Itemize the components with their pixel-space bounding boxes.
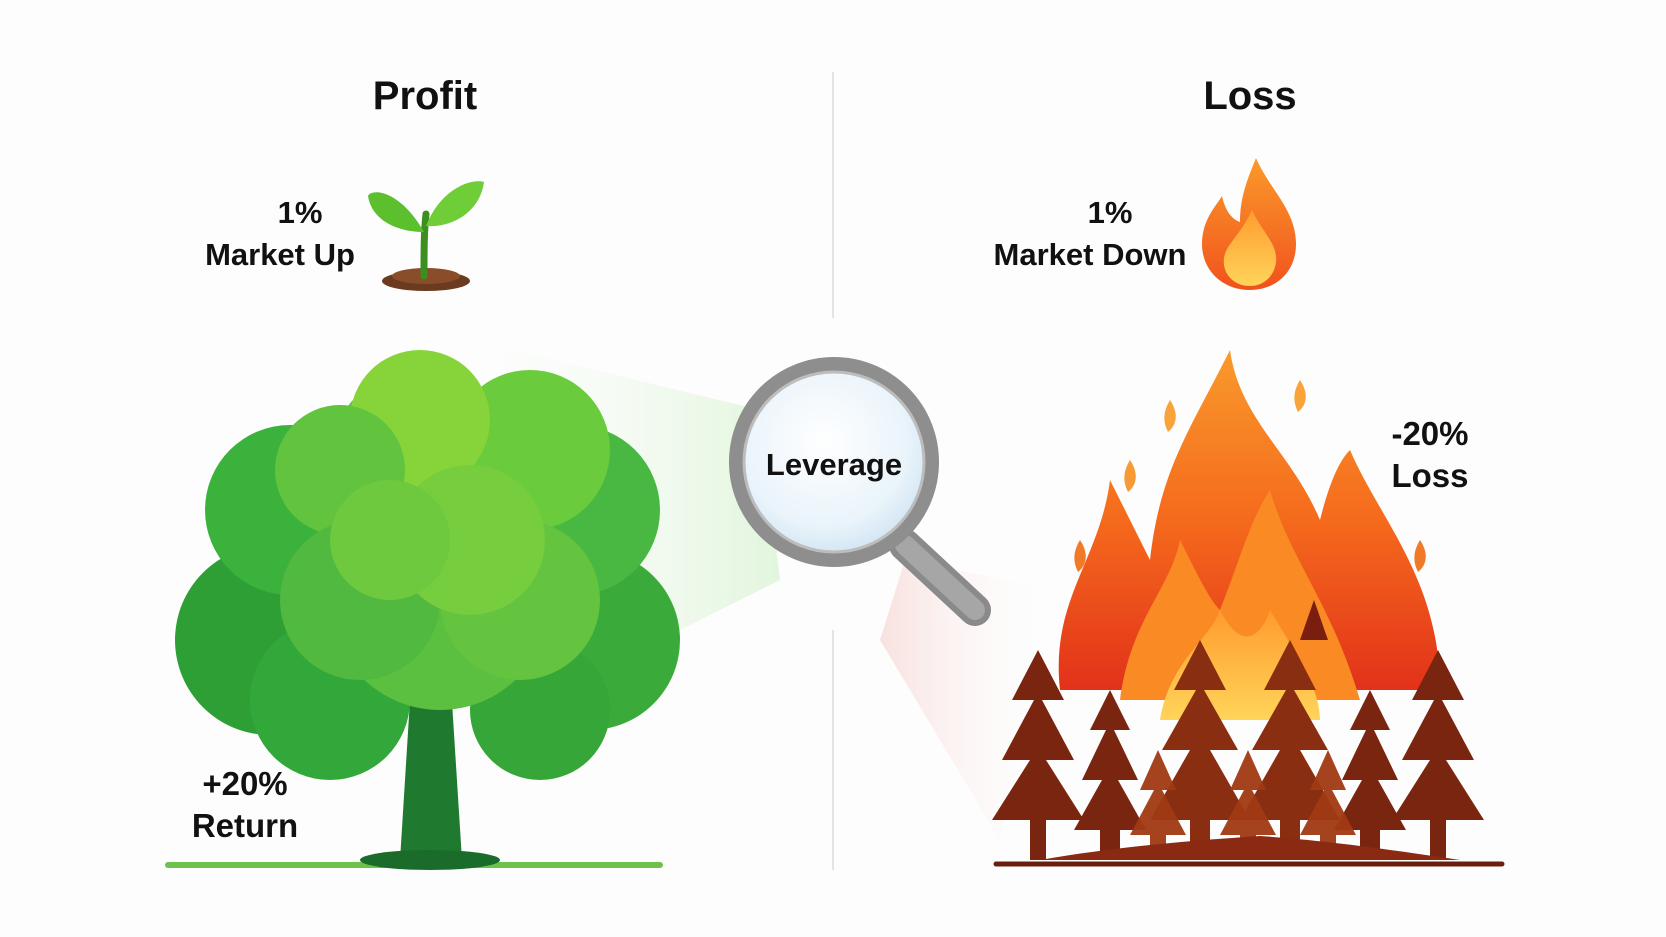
tree-icon — [165, 350, 680, 870]
profit-result-label: Return — [191, 807, 299, 844]
loss-market-percent: 1% — [1087, 195, 1133, 230]
profit-market-label: Market Up — [205, 237, 355, 272]
sprout-icon — [368, 181, 484, 291]
flame-icon — [1202, 158, 1296, 290]
magnifying-glass-icon — [729, 357, 991, 626]
red-light-beam — [880, 560, 1060, 840]
forest-fire-icon — [992, 350, 1505, 867]
profit-title: Profit — [372, 74, 478, 118]
leverage-label: Leverage — [765, 447, 903, 482]
loss-title: Loss — [1203, 74, 1297, 118]
profit-result-percent: +20% — [202, 765, 288, 802]
loss-result-percent: -20% — [1391, 415, 1469, 452]
loss-market-label: Market Down — [993, 237, 1187, 272]
profit-market-percent: 1% — [277, 195, 323, 230]
loss-result-label: Loss — [1391, 457, 1469, 494]
